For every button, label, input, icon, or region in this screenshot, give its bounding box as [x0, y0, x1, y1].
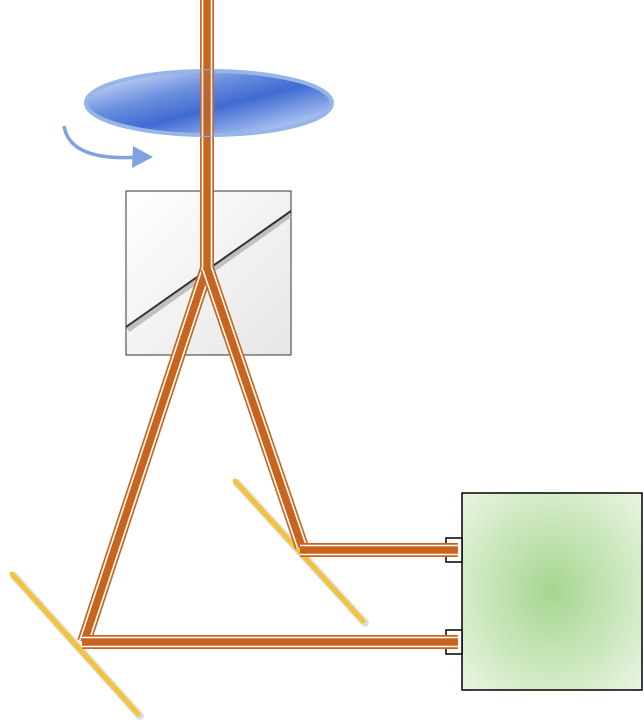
rotation-arrow — [62, 125, 153, 168]
beam-to-right-mirror — [200, 265, 309, 550]
laser-beams — [77, 0, 458, 649]
arrow-head-icon — [132, 146, 153, 168]
beam-through-lens — [200, 70, 214, 136]
mirror-left — [9, 571, 144, 720]
beam-to-left-mirror — [77, 265, 214, 645]
beam-right-to-detector — [300, 543, 458, 557]
curved-arrow-icon — [62, 125, 141, 160]
mirror-right-surface — [232, 478, 366, 624]
detector-body — [461, 492, 643, 691]
mirror-left-surface — [9, 571, 141, 717]
detector — [445, 492, 643, 691]
beam-left-to-detector — [82, 635, 458, 649]
